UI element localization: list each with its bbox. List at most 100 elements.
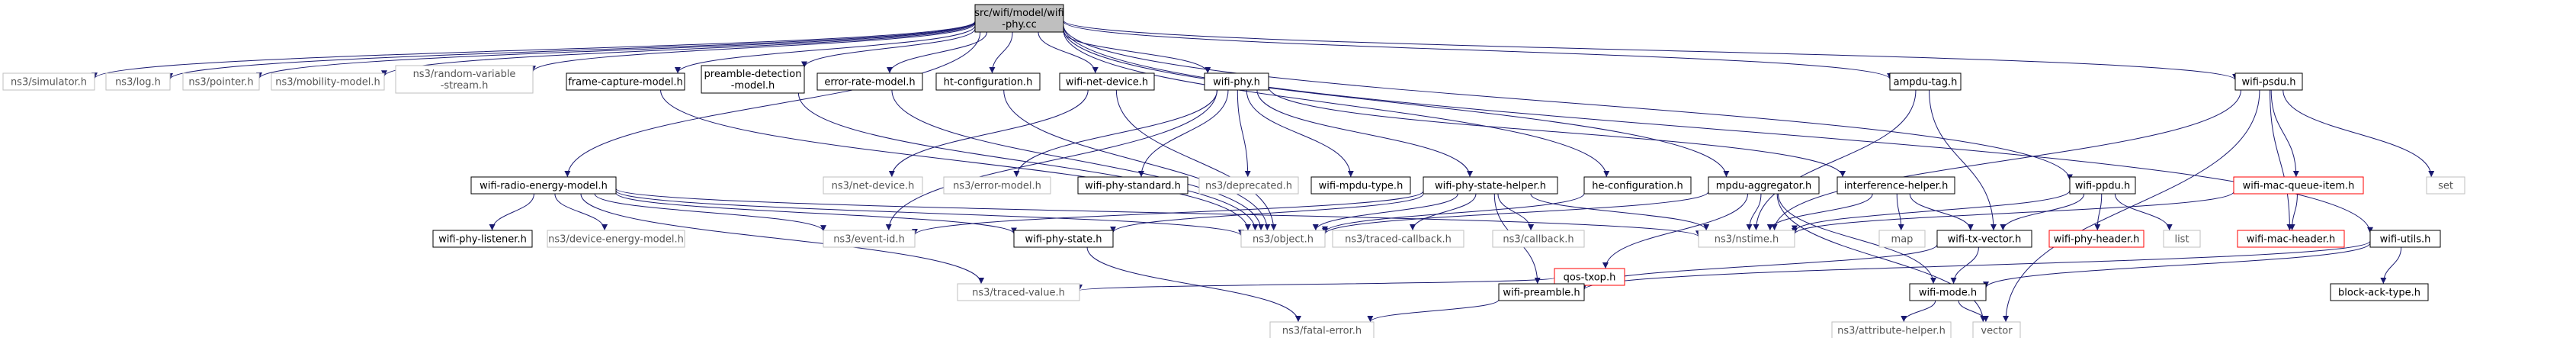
node-vector[interactable]: vector [1972, 321, 2021, 339]
edge-wifiphyh-to-errormodel [1013, 89, 1218, 178]
node-radioenergy[interactable]: wifi-radio-energy-model.h [470, 176, 617, 195]
node-fatalerror[interactable]: ns3/fatal-error.h [1269, 321, 1375, 339]
edge-root-to-wifinetdev [1038, 31, 1099, 74]
node-blockack[interactable]: block-ack-type.h [2330, 283, 2429, 301]
node-label: wifi-radio-energy-model.h [480, 181, 608, 192]
node-wifiphyh[interactable]: wifi-phy.h [1204, 72, 1269, 91]
node-tracedcb[interactable]: ns3/traced-callback.h [1332, 230, 1464, 248]
node-box [547, 230, 685, 248]
node-object[interactable]: ns3/object.h [1240, 230, 1326, 248]
edge-wifimode-to-vector [1958, 300, 1989, 323]
node-label: frame-capture-model.h [568, 77, 683, 88]
node-set[interactable]: set [2426, 176, 2465, 195]
node-simulator[interactable]: ns3/simulator.h [2, 72, 95, 91]
node-box [1878, 230, 1926, 248]
node-macheader[interactable]: wifi-mac-header.h [2237, 230, 2345, 248]
edge-mpduagg-to-vector [1776, 193, 1987, 323]
node-box [432, 230, 533, 248]
node-wifippdu[interactable]: wifi-ppdu.h [2069, 176, 2136, 195]
node-log[interactable]: ns3/log.h [105, 72, 171, 91]
edge-wifippdu-to-nstime [1792, 190, 2071, 232]
node-randvar[interactable]: ns3/random-variable-stream.h [395, 65, 534, 94]
node-phystatehelper[interactable]: wifi-phy-state-helper.h [1423, 176, 1558, 195]
node-box [2237, 230, 2345, 248]
node-mobility[interactable]: ns3/mobility-model.h [271, 72, 385, 91]
node-label: ns3/net-device.h [832, 181, 915, 192]
node-preamble[interactable]: preamble-detection-model.h [701, 65, 805, 94]
node-framecap[interactable]: frame-capture-model.h [566, 72, 685, 91]
edge-mpduagg-to-nstime [1746, 193, 1762, 231]
node-mpdutype[interactable]: wifi-mpdu-type.h [1310, 176, 1411, 195]
edge-root-to-ampdutag [1063, 21, 1893, 80]
node-mpduagg[interactable]: mpdu-aggregator.h [1708, 176, 1820, 195]
node-box [1059, 72, 1155, 91]
node-box [816, 72, 923, 91]
edge-root-to-randvar [530, 23, 976, 72]
node-wifipsdu[interactable]: wifi-psdu.h [2234, 72, 2303, 91]
edge-root-to-log [167, 21, 976, 80]
node-label: block-ack-type.h [2338, 288, 2420, 299]
edge-ampdutag-to-nstag [1929, 89, 1997, 231]
edge-root-to-wifipsdu [1063, 20, 2238, 81]
node-heconf[interactable]: he-configuration.h [1583, 176, 1692, 195]
node-interference[interactable]: interference-helper.h [1837, 176, 1955, 195]
node-nstime[interactable]: ns3/nstime.h [1698, 230, 1795, 248]
edge-mpduagg-to-wifimode [1777, 193, 1936, 285]
node-label: wifi-preamble.h [1503, 288, 1580, 299]
edge-wifinetdev-to-netdevice [888, 89, 1089, 178]
node-list[interactable]: list [2163, 230, 2201, 248]
node-phyheader[interactable]: wifi-phy-header.h [2048, 230, 2145, 248]
node-label: ampdu-tag.h [1894, 77, 1958, 88]
node-tracedvalue[interactable]: ns3/traced-value.h [957, 283, 1080, 301]
node-wifiutils[interactable]: wifi-utils.h [2369, 230, 2441, 248]
node-box [2069, 176, 2136, 195]
node-callback[interactable]: ns3/callback.h [1492, 230, 1585, 248]
edge-wifipsdu-to-macheader [2270, 89, 2293, 231]
node-label: ns3/traced-callback.h [1345, 234, 1452, 246]
node-box [395, 65, 534, 94]
edge-wifiutils-to-wifimode [1983, 243, 2371, 288]
node-wifipreamble[interactable]: wifi-preamble.h [1498, 283, 1585, 301]
node-phystate[interactable]: wifi-phy-state.h [1013, 230, 1114, 248]
node-errormodel[interactable]: ns3/error-model.h [943, 176, 1051, 195]
node-box [182, 72, 260, 91]
node-netdevice[interactable]: ns3/net-device.h [823, 176, 923, 195]
node-qostxop[interactable]: qos-txop.h [1554, 268, 1625, 286]
node-philistener[interactable]: wifi-phy-listener.h [432, 230, 533, 248]
node-label: ns3/pointer.h [188, 77, 253, 88]
node-htconf[interactable]: ht-configuration.h [935, 72, 1041, 91]
node-label: wifi-tx-vector.h [1948, 234, 2022, 246]
node-label: -model.h [731, 80, 775, 92]
node-wifimode[interactable]: wifi-mode.h [1909, 283, 1987, 301]
node-txvector[interactable]: wifi-tx-vector.h [1936, 230, 2032, 248]
edge-radioenergy-to-eventid [594, 193, 826, 232]
node-label: preamble-detection [704, 69, 802, 80]
node-root[interactable]: src/wifi/model/wifi-phy.cc [974, 4, 1064, 33]
node-label: wifi-psdu.h [2241, 77, 2295, 88]
node-box [2, 72, 95, 91]
node-box [2233, 176, 2364, 195]
node-deviceenergy[interactable]: ns3/device-energy-model.h [547, 230, 685, 248]
edge-radioenergy-to-nstime [615, 188, 1702, 237]
node-attrhelper[interactable]: ns3/attribute-helper.h [1831, 321, 1952, 339]
edge-root-to-simulator [91, 21, 976, 79]
node-errrate[interactable]: error-rate-model.h [816, 72, 923, 91]
node-macqueue[interactable]: wifi-mac-queue-item.h [2233, 176, 2364, 195]
edge-radioenergy-to-deviceenergy [554, 193, 608, 231]
node-wifinetdev[interactable]: wifi-net-device.h [1059, 72, 1155, 91]
node-pointer[interactable]: ns3/pointer.h [182, 72, 260, 91]
node-map[interactable]: map [1878, 230, 1926, 248]
node-phystandard[interactable]: wifi-phy-standard.h [1077, 176, 1189, 195]
edge-phystate-to-fatalerror [1086, 246, 1301, 323]
node-deprecated[interactable]: ns3/deprecated.h [1198, 176, 1299, 195]
edge-radioenergy-to-philistener [489, 193, 534, 231]
edge-htconf-to-object [1003, 89, 1271, 231]
node-label: wifi-mac-header.h [2247, 234, 2336, 246]
node-label: wifi-phy.h [1213, 77, 1260, 88]
edge-phystatehelper-to-callback [1497, 193, 1535, 231]
node-box [823, 176, 923, 195]
edge-wifiutils-to-wifipreamble [1581, 240, 2371, 290]
node-eventid[interactable]: ns3/event-id.h [823, 230, 916, 248]
node-ampdutag[interactable]: ampdu-tag.h [1889, 72, 1962, 91]
node-box [2330, 283, 2429, 301]
